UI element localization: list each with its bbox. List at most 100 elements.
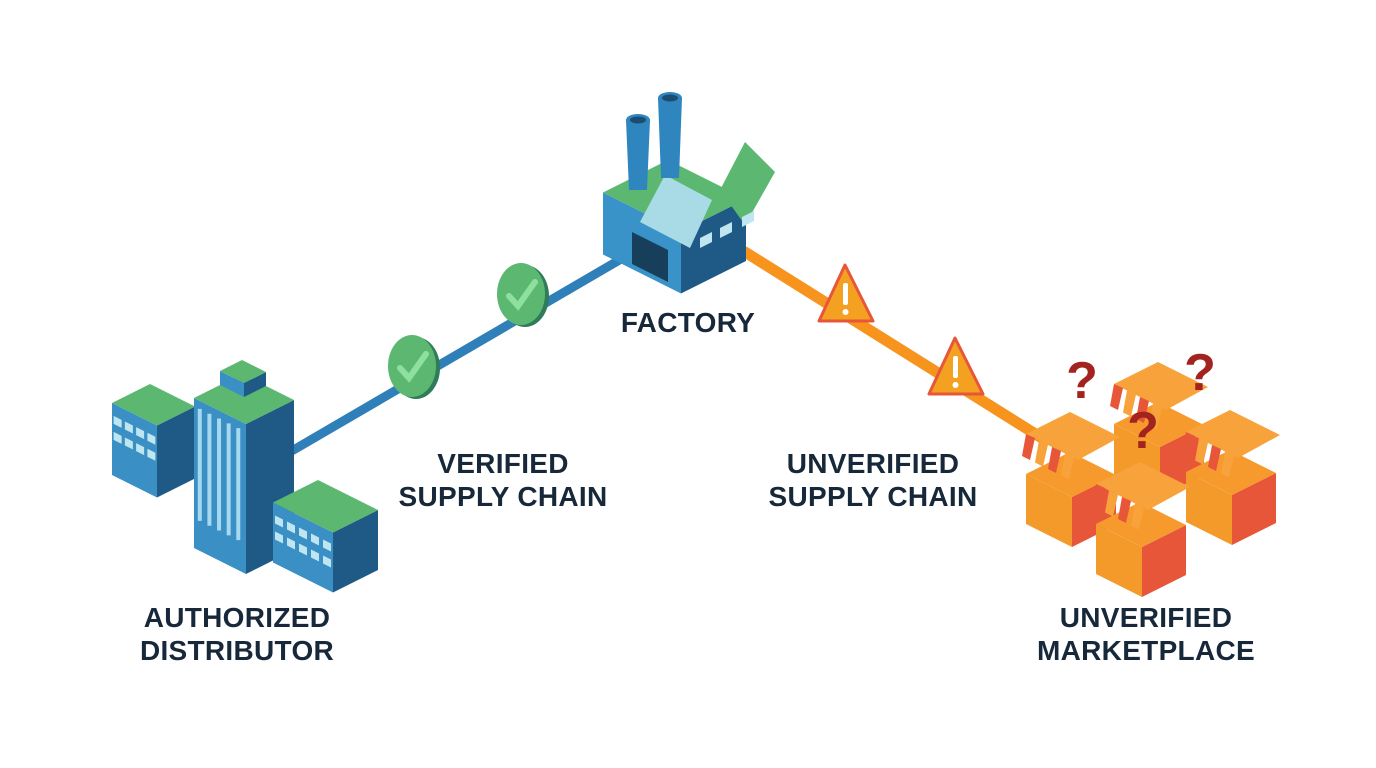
check-badge-face (388, 335, 436, 397)
awning-stripe (1118, 497, 1131, 523)
awning-stripe (1022, 434, 1035, 460)
chimney-hole (630, 116, 646, 124)
window (287, 537, 295, 550)
verified-link-line (285, 243, 645, 457)
window (147, 432, 156, 445)
unverified-line2: SUPPLY CHAIN (768, 481, 978, 512)
marketplace-line1: UNVERIFIED (1059, 602, 1233, 633)
chimney (626, 120, 650, 190)
marketplace-stalls: ??? (1022, 344, 1280, 597)
window (124, 421, 133, 434)
stall-counter-right-face (1232, 473, 1276, 545)
awning-stripe (1208, 445, 1221, 471)
stall-awning (1114, 362, 1208, 410)
window (113, 415, 122, 428)
verified-line2: SUPPLY CHAIN (398, 481, 608, 512)
warning-bang (843, 283, 848, 305)
factory-window (700, 232, 712, 248)
window (299, 543, 307, 556)
window (136, 443, 145, 456)
factory-body-right-face (681, 199, 746, 294)
warning-dot (952, 382, 959, 388)
warning-triangle-icon (927, 336, 985, 396)
awning-stripe (1061, 453, 1074, 480)
awning-stripe (1195, 438, 1208, 465)
awning-stripe (1110, 384, 1123, 410)
factory-skylight (640, 175, 712, 248)
tower-cap-right-face (244, 372, 266, 397)
awning-stripe (1149, 403, 1162, 430)
window (275, 515, 283, 528)
awning-stripe (1092, 484, 1105, 510)
stall-counter-top-face (1186, 450, 1276, 495)
window (287, 521, 295, 534)
window (323, 539, 331, 552)
factory-label-text: FACTORY (620, 307, 756, 338)
warning-dot (842, 309, 849, 315)
stall-counter-top-face (1114, 402, 1204, 447)
stall-counter (1096, 502, 1186, 597)
distributor-line2: DISTRIBUTOR (139, 635, 335, 666)
verified-line1: VERIFIED (437, 448, 569, 479)
stall-counter-left-face (1096, 524, 1142, 597)
verified-chain-label: VERIFIED SUPPLY CHAIN (399, 447, 608, 513)
window (299, 527, 307, 540)
stall-awning (1026, 412, 1120, 460)
distributor-label: AUTHORIZED DISTRIBUTOR (140, 601, 334, 667)
warning-bang (953, 356, 958, 378)
unverified-line1: UNVERIFIED (786, 448, 960, 479)
window (124, 437, 133, 450)
distributor-tower-top-face (194, 374, 294, 424)
distributor-left-building (112, 384, 195, 498)
stall-awning (1096, 462, 1190, 510)
window (147, 448, 156, 461)
unverified-link-line (739, 246, 1051, 446)
market-stall (1182, 410, 1280, 545)
marketplace-label: UNVERIFIED MARKETPLACE (1037, 601, 1255, 667)
stall-counter-left-face (1186, 472, 1232, 545)
window (311, 549, 319, 562)
check-badge-icon (388, 335, 440, 399)
window (311, 533, 319, 546)
stall-counter (1186, 450, 1276, 545)
distributor-right-building (273, 480, 378, 593)
unverified-chain-label: UNVERIFIED SUPPLY CHAIN (769, 447, 978, 513)
factory-window (742, 211, 754, 227)
stall-counter-top-face (1026, 452, 1116, 497)
distributor-left-building-left-face (112, 403, 157, 498)
check-badge-face (497, 263, 545, 325)
factory-building (603, 92, 775, 294)
factory-label: FACTORY (621, 306, 755, 339)
factory-sawtooth-roof (720, 142, 775, 225)
distributor-buildings (112, 360, 378, 593)
awning-stripe (1035, 440, 1048, 467)
stall-counter-top-face (1096, 502, 1186, 547)
distributor-left-building-right-face (157, 406, 195, 498)
awning-stripe (1136, 397, 1149, 423)
awning-stripe (1182, 432, 1195, 458)
stall-counter-left-face (1026, 474, 1072, 547)
window (275, 531, 283, 544)
marketplace-line2: MARKETPLACE (1037, 635, 1255, 666)
distributor-left-building-top-face (112, 384, 195, 426)
awning-stripe (1131, 503, 1144, 530)
factory-door (632, 232, 668, 282)
question-mark-icon: ? (1184, 344, 1216, 402)
check-mark (506, 279, 538, 311)
market-stall (1092, 462, 1190, 597)
question-mark-icon: ? (1127, 402, 1159, 460)
tower-cap (220, 360, 266, 397)
window (323, 555, 331, 568)
question-mark-icon: ? (1066, 352, 1098, 410)
window (136, 427, 145, 440)
factory-window (720, 222, 732, 238)
awning-stripe (1048, 447, 1061, 473)
warning-triangle-icon (817, 263, 875, 323)
tower-cap-top-face (220, 360, 266, 383)
market-stall (1022, 412, 1120, 547)
distributor-right-building-right-face (333, 510, 378, 593)
chimney-hole (662, 94, 678, 102)
tower-cap-left-face (220, 371, 244, 397)
